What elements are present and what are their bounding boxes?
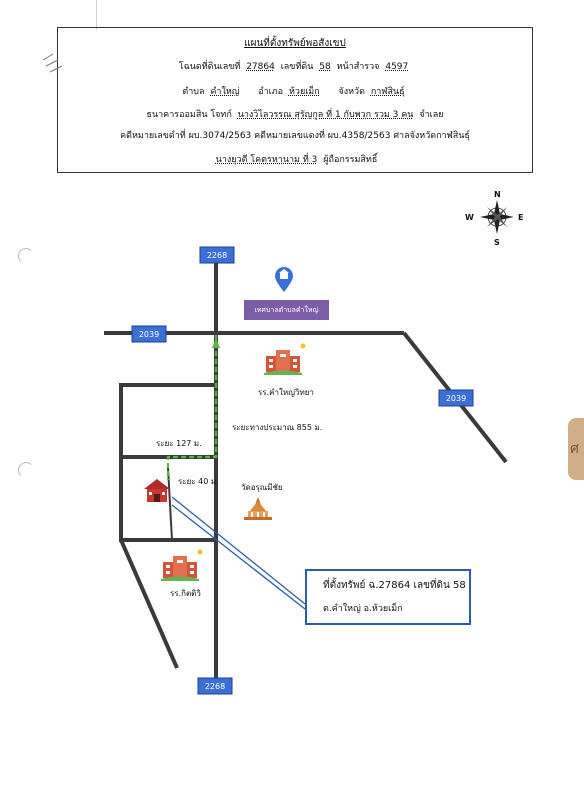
province-value: กาฬสินธุ์ — [370, 87, 405, 97]
compass-rose-icon: N S E W — [465, 190, 523, 247]
deed-line: โฉนดที่ดินเลขที่ 27864 เลขที่ดิน 58 หน้า… — [58, 59, 532, 73]
distance-127-label: ระยะ 127 ม. — [156, 439, 202, 448]
school-north-label: รร.คำใหญ่วิทยา — [258, 388, 314, 397]
local-road-loop — [119, 383, 216, 542]
pointer-line — [171, 504, 306, 610]
land-number: 58 — [319, 62, 331, 72]
punch-hole — [18, 248, 34, 264]
local-road-sw — [119, 539, 179, 669]
edge-note: ศ — [570, 441, 579, 457]
deed-number: 27864 — [246, 62, 275, 72]
header-box: แผนที่ตั้งทรัพย์พอสังเขป โฉนดที่ดินเลขที… — [57, 27, 533, 173]
lane-40 — [167, 467, 173, 541]
route-2039-west-label: 2039 — [139, 330, 159, 339]
temple-label: วัดอรุณมีชัย — [241, 483, 283, 492]
map-pin-icon — [275, 267, 293, 292]
edge-stain: ศ — [568, 418, 584, 480]
owner-line: นางยุวดี โคตรหานาม ที่ 3 ผู้ถือกรรมสิทธิ… — [58, 152, 532, 166]
temple-icon — [244, 497, 272, 520]
location-line: ตำบล คำใหญ่ อำเภอ ห้วยเม็ก จังหวัด กาฬสิ… — [58, 84, 532, 98]
school-icon — [161, 549, 203, 581]
subdistrict-label: ตำบล — [182, 87, 205, 97]
route-2039-east-label: 2039 — [446, 394, 466, 403]
route-badge-2268-bottom: 2268 — [197, 677, 233, 695]
owner-name: นางยุวดี โคตรหานาม ที่ 3 — [215, 155, 318, 165]
route-arrow-icon — [212, 338, 220, 348]
compass-n: N — [494, 190, 501, 199]
plaintiff: ธนาคารออมสิน โจทก์ — [146, 110, 232, 120]
compass-s: S — [494, 238, 500, 247]
compass-w: W — [465, 213, 474, 222]
school-south-label: รร.กิตติวิ — [170, 589, 201, 598]
route-2268-top-label: 2268 — [207, 251, 227, 260]
defendant: นางวิไลวรรณ สุรัญกูล ที่ 1 กับพวก รวม 3 … — [237, 110, 414, 120]
district-value: ห้วยเม็ก — [288, 87, 320, 97]
punch-hole — [18, 462, 34, 478]
survey-number: 4597 — [385, 62, 409, 72]
map-title: แผนที่ตั้งทรัพย์พอสังเขป — [244, 38, 346, 49]
pointer-line — [171, 496, 306, 605]
compass-e: E — [518, 213, 523, 222]
property-location-line: ต.คำใหญ่ อ.ห้วยเม็ก — [323, 604, 403, 614]
property-deed-line: ที่ตั้งทรัพย์ ฉ.27864 เลขที่ดิน 58 — [323, 580, 466, 591]
province-label: จังหวัด — [338, 87, 365, 97]
route-badge-2268-top: 2268 — [199, 246, 235, 264]
survey-label: หน้าสำรวจ — [336, 62, 380, 72]
distance-total-label: ระยะทางประมาณ 855 ม. — [232, 423, 322, 432]
district-label: อำเภอ — [258, 87, 284, 97]
pencil-mark — [42, 53, 63, 73]
fold-mark — [96, 0, 97, 30]
subdistrict-value: คำใหญ่ — [210, 87, 240, 97]
parties-line: ธนาคารออมสิน โจทก์ นางวิไลวรรณ สุรัญกูล … — [58, 107, 532, 121]
owner-suffix: ผู้ถือกรรมสิทธิ์ — [323, 155, 378, 165]
deed-label: โฉนดที่ดินเลขที่ — [178, 62, 241, 72]
distance-40-label: ระยะ 40 ม. — [178, 477, 219, 486]
municipality-box: เทศบาลตำบลคำใหญ่ — [244, 300, 329, 320]
municipality-label: เทศบาลตำบลคำใหญ่ — [254, 305, 319, 314]
defendant-suffix: จำเลย — [419, 110, 444, 120]
route-2268-bottom-label: 2268 — [205, 682, 225, 691]
house-icon — [144, 479, 170, 502]
property-box: ที่ตั้งทรัพย์ ฉ.27864 เลขที่ดิน 58 ต.คำใ… — [305, 569, 471, 625]
route-badge-2039-west: 2039 — [131, 325, 167, 343]
school-icon — [264, 343, 306, 375]
route-path — [166, 335, 218, 480]
route-badge-2039-east: 2039 — [438, 389, 474, 407]
land-number-label: เลขที่ดิน — [280, 62, 314, 72]
case-numbers-line: คดีหมายเลขดำที่ ผบ.3074/2563 คดีหมายเลขแ… — [120, 131, 470, 141]
